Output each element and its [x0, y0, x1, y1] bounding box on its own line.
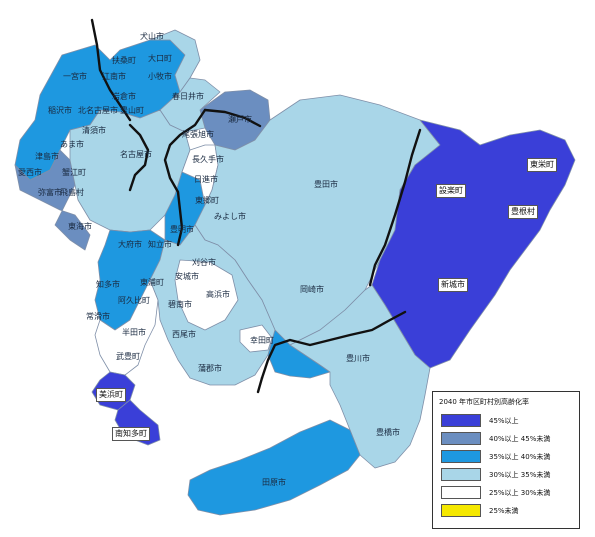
label-kasugai: 春日井市	[172, 92, 204, 101]
border-mikawa	[260, 310, 407, 380]
label-shinshiro: 新城市	[438, 278, 468, 292]
border-seto	[203, 108, 262, 128]
label-kitanagoya: 北名古屋市	[78, 106, 118, 115]
legend-item: 30%以上 35%未満	[441, 468, 575, 482]
legend-swatch	[441, 486, 481, 499]
legend-swatch	[441, 432, 481, 445]
border-okumikawa	[368, 128, 422, 287]
label-owariasahi: 尾張旭市	[182, 130, 214, 139]
region-west-coast	[14, 149, 91, 251]
region-tahara	[187, 419, 361, 516]
label-nisshin: 日進市	[194, 175, 218, 184]
legend-item: 45%以上	[441, 414, 575, 428]
label-inuyama: 犬山市	[140, 32, 164, 41]
label-tokai: 東海市	[68, 222, 92, 231]
legend-swatch	[441, 450, 481, 463]
label-seto: 瀬戸市	[228, 115, 252, 124]
label-iwakura: 岩倉市	[112, 92, 136, 101]
label-agui: 阿久比町	[118, 296, 150, 305]
region-kariya-anjo	[174, 259, 239, 331]
border-south	[256, 376, 264, 394]
label-gamagori: 蒲郡市	[198, 364, 222, 373]
region-chita-mid	[94, 279, 159, 376]
label-takahama: 高浜市	[206, 290, 230, 299]
label-nagoya: 名古屋市	[120, 150, 152, 159]
legend: 2040 年市区町村別高齢化率 45%以上 40%以上 45%未満 35%以上 …	[432, 391, 580, 529]
legend-label: 45%以上	[489, 417, 519, 425]
label-kiyosu: 清須市	[82, 126, 106, 135]
legend-item: 25%以上 30%未満	[441, 486, 575, 500]
label-konan: 江南市	[102, 72, 126, 81]
region-shikatsu-islet	[239, 324, 273, 353]
region-higashimikawa	[289, 284, 431, 469]
label-handa: 半田市	[122, 328, 146, 337]
border-north	[90, 18, 132, 122]
label-shitara: 設楽町	[436, 184, 466, 198]
legend-label: 25%以上 30%未満	[489, 489, 551, 497]
label-toyoyama: 豊山町	[120, 106, 144, 115]
label-toei: 東栄町	[527, 158, 557, 172]
label-inazawa: 稲沢市	[48, 106, 72, 115]
label-kariya: 刈谷市	[192, 258, 216, 267]
region-okumikawa	[371, 119, 576, 369]
label-kanie: 蟹江町	[62, 168, 86, 177]
label-anjo: 安城市	[175, 272, 199, 281]
label-fuso: 扶桑町	[112, 56, 136, 65]
label-chiryu: 知立市	[148, 240, 172, 249]
label-toyohashi: 豊橋市	[376, 428, 400, 437]
label-tsushima: 津島市	[35, 152, 59, 161]
legend-swatch	[441, 414, 481, 427]
border-central	[163, 108, 207, 247]
label-tokoname: 常滑市	[86, 312, 110, 321]
label-minamichita: 南知多町	[112, 427, 150, 441]
legend-label: 40%以上 45%未満	[489, 435, 551, 443]
legend-item: 35%以上 40%未満	[441, 450, 575, 464]
label-oguchi: 大口町	[148, 54, 172, 63]
label-toyoake: 豊明市	[170, 225, 194, 234]
label-aisai: 愛西市	[18, 168, 42, 177]
border-inner	[128, 123, 150, 192]
label-nishio: 西尾市	[172, 330, 196, 339]
legend-label: 30%以上 35%未満	[489, 471, 551, 479]
label-ama: あま市	[60, 140, 84, 149]
label-ichinomiya: 一宮市	[63, 72, 87, 81]
legend-item: 25%未満	[441, 504, 575, 518]
label-komaki: 小牧市	[148, 72, 172, 81]
label-hekinan: 碧南市	[168, 300, 192, 309]
label-obu: 大府市	[118, 240, 142, 249]
label-chita: 知多市	[96, 280, 120, 289]
label-mihama: 美浜町	[96, 388, 126, 402]
label-yatomi: 弥富市	[38, 188, 62, 197]
label-tahara: 田原市	[262, 478, 286, 487]
label-toyota: 豊田市	[314, 180, 338, 189]
legend-swatch	[441, 468, 481, 481]
label-taketoyo: 武豊町	[116, 352, 140, 361]
legend-label: 25%未満	[489, 507, 519, 515]
legend-item: 40%以上 45%未満	[441, 432, 575, 446]
legend-title: 2040 年市区町村別高齢化率	[439, 398, 530, 406]
legend-label: 35%以上 40%未満	[489, 453, 551, 461]
label-toyone: 豊根村	[508, 205, 538, 219]
label-toyokawa: 豊川市	[346, 354, 370, 363]
legend-swatch	[441, 504, 481, 517]
label-kota: 幸田町	[250, 336, 274, 345]
region-nagoya	[69, 109, 191, 233]
label-togo: 東郷町	[195, 196, 219, 205]
label-okazaki: 岡崎市	[300, 285, 324, 294]
label-higashiura: 東浦町	[140, 278, 164, 287]
label-nagakute: 長久手市	[192, 155, 224, 164]
label-tobishima: 飛島村	[60, 188, 84, 197]
label-miyoshi: みよし市	[214, 212, 246, 221]
